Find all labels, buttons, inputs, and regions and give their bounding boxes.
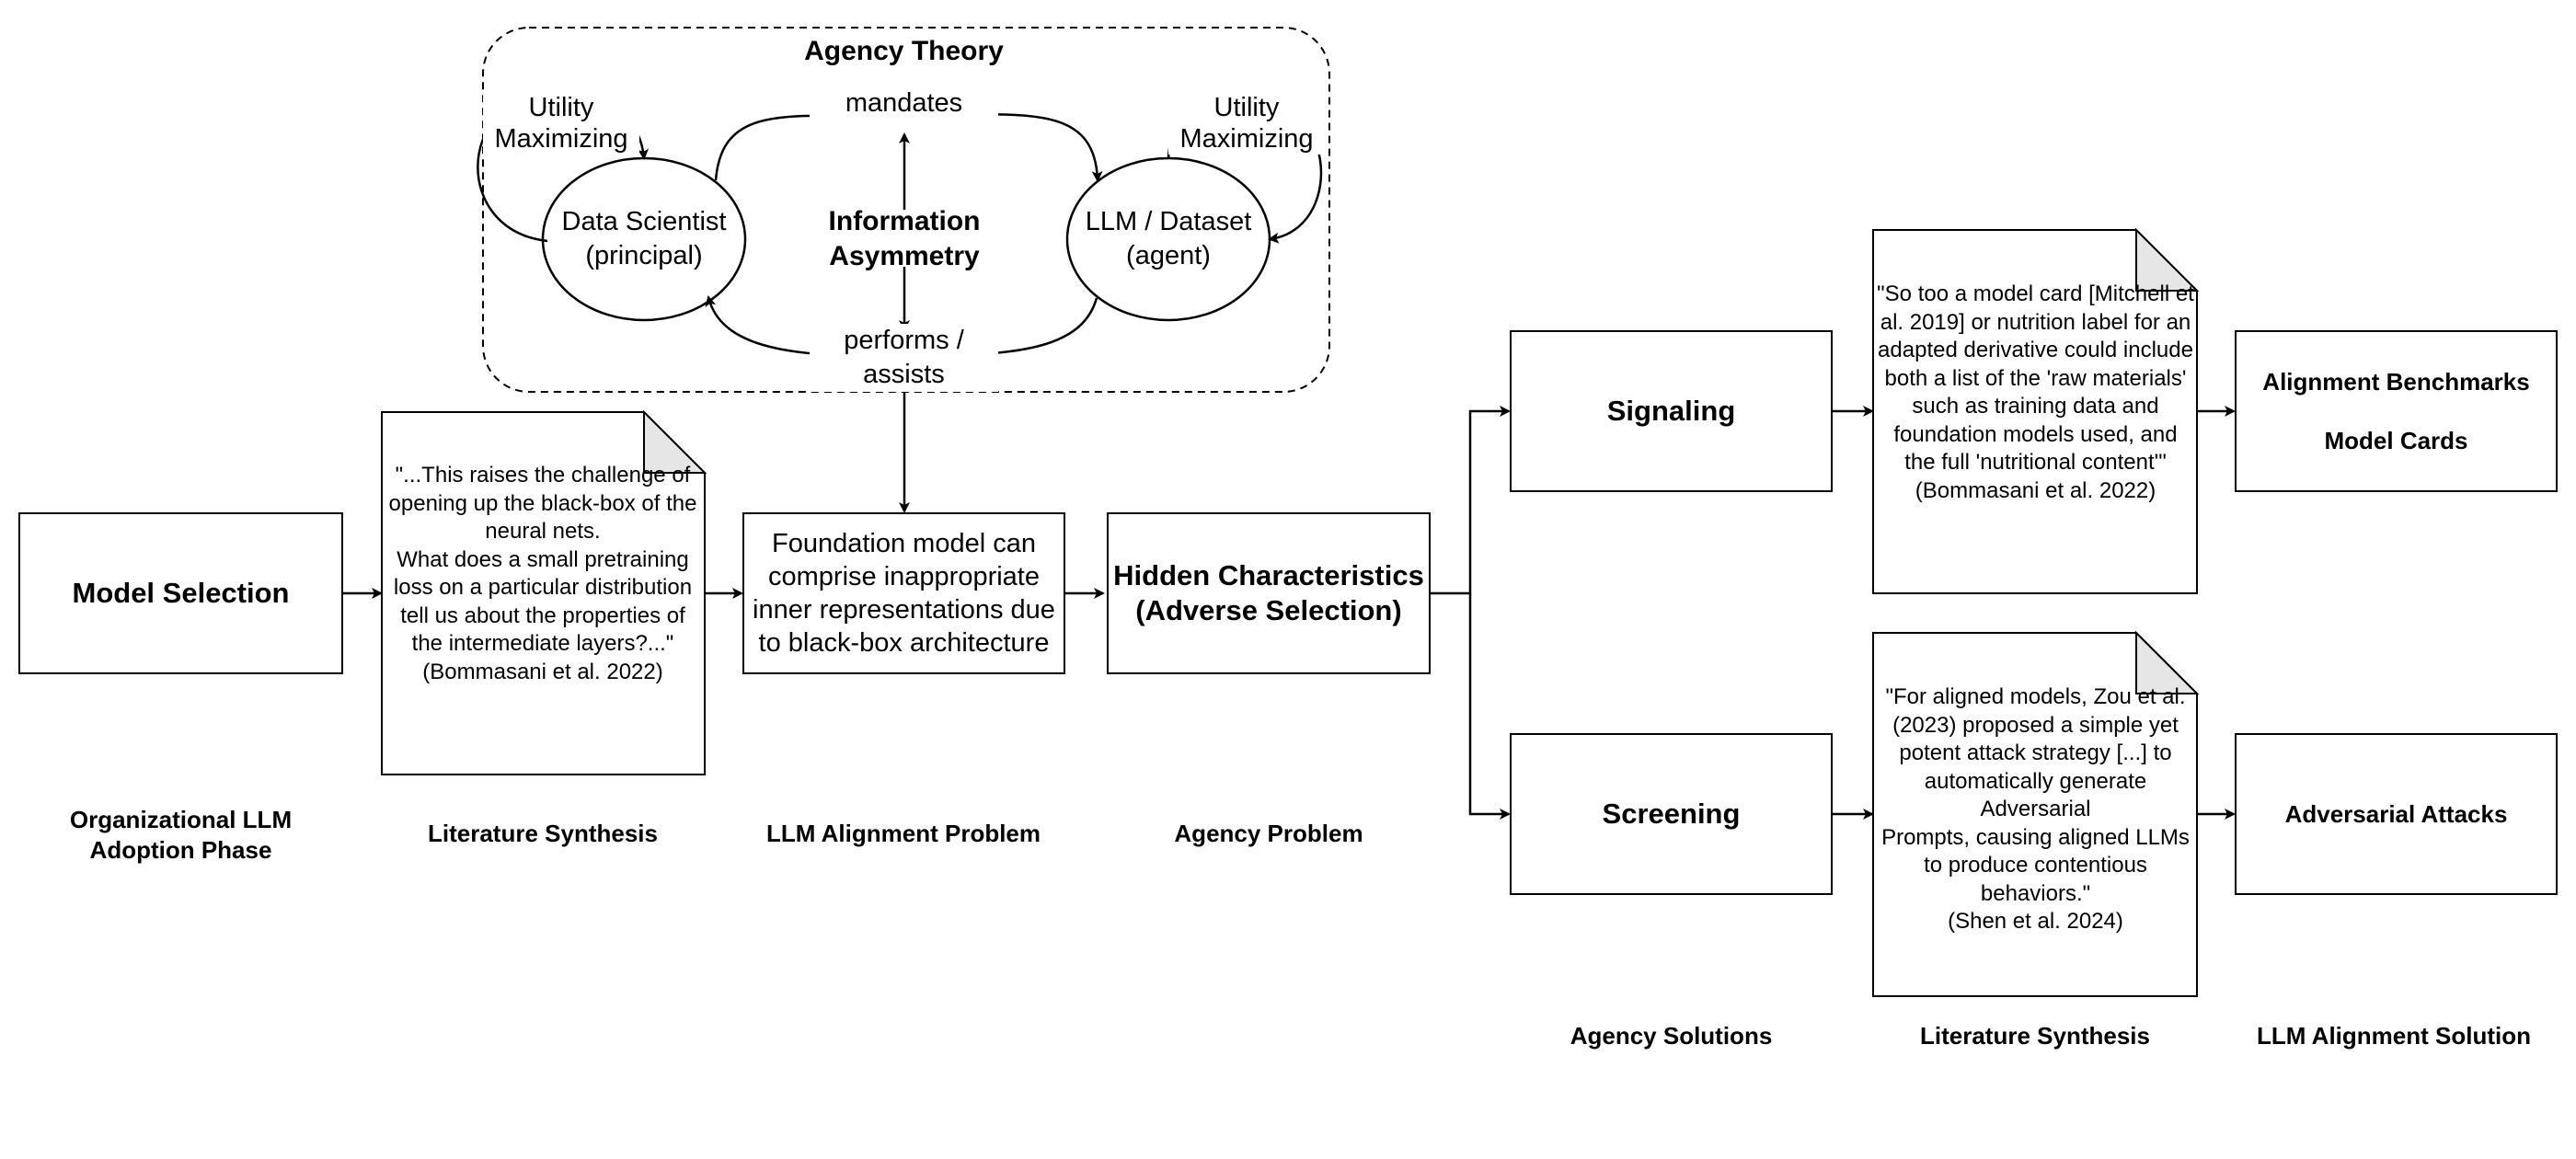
performs-assists-label: performs / assists — [810, 324, 998, 392]
caption-agency-solutions: Agency Solutions — [1570, 1022, 1773, 1050]
note-shape-adversarial — [1872, 630, 2200, 997]
adversarial-quote: "For aligned models, Zou et al. (2023) p… — [1881, 684, 2190, 934]
caption-agency-problem: Agency Problem — [1174, 820, 1363, 847]
hidden-characteristics-box: Hidden Characteristics (Adverse Selectio… — [1107, 512, 1431, 674]
arrow-hidden-to-screening — [1468, 593, 1511, 820]
mandates-arrow — [714, 113, 1103, 182]
agent-label: LLM / Dataset (agent) — [1085, 207, 1252, 270]
note-shape-black-box — [381, 409, 707, 775]
model-card-quote: "So too a model card [Mitchell et al. 20… — [1877, 281, 2194, 503]
alignment-solutions-box: Alignment Benchmarks Model Cards — [2235, 330, 2558, 492]
caption-literature-synthesis-2: Literature Synthesis — [1920, 1022, 2150, 1050]
caption-alignment-solution: LLM Alignment Solution — [2257, 1022, 2531, 1050]
agency-theory-title: Agency Theory — [804, 36, 1004, 66]
signaling-box: Signaling — [1510, 330, 1833, 492]
agency-theory-container — [482, 27, 1330, 393]
arrow-hidden-to-signaling — [1431, 406, 1511, 595]
caption-adoption-phase: Organizational LLM Adoption Phase — [69, 806, 293, 864]
caption-alignment-problem: LLM Alignment Problem — [765, 820, 1041, 847]
caption-literature-synthesis-1: Literature Synthesis — [428, 820, 658, 847]
adversarial-attacks-box: Adversarial Attacks — [2235, 733, 2558, 895]
mandates-label: mandates — [810, 87, 998, 119]
information-asymmetry-label: Information Asymmetry — [828, 206, 981, 271]
model-selection-box: Model Selection — [18, 512, 343, 674]
model-cards-label: Model Cards — [2324, 427, 2468, 454]
alignment-benchmarks-label: Alignment Benchmarks — [2262, 368, 2530, 396]
screening-box: Screening — [1510, 733, 1833, 895]
note-shape-model-card — [1872, 227, 2200, 594]
utility-maximizing-right-label: Utility Maximizing — [1168, 92, 1325, 155]
principal-label: Data Scientist (principal) — [561, 207, 727, 270]
utility-maximizing-left-label: Utility Maximizing — [483, 92, 639, 155]
foundation-model-box: Foundation model can comprise inappropri… — [742, 512, 1065, 674]
black-box-quote: "...This raises the challenge of opening… — [388, 463, 697, 684]
